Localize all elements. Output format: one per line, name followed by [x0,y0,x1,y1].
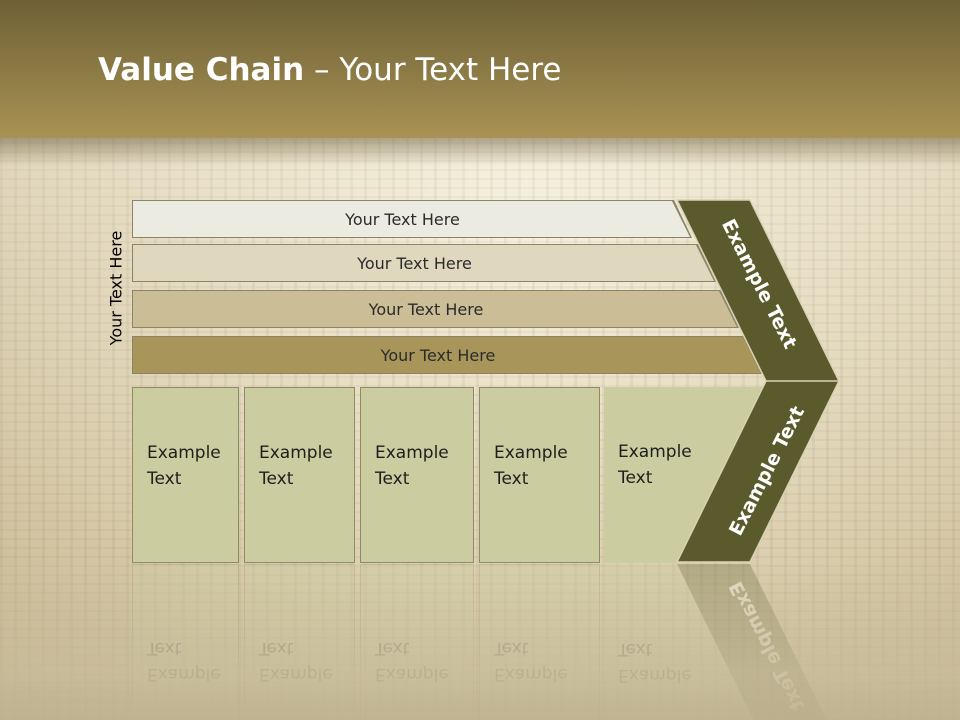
title-rest: – Your Text Here [304,52,562,88]
box-1-line2: Text [147,469,182,489]
row-4-label: Your Text Here [380,345,496,365]
reflection-fade [0,564,960,720]
title-banner [0,0,960,138]
banner-shadow [0,138,960,166]
box-1-line1: Example [147,443,221,463]
row-1[interactable]: Your Text Here [133,201,690,237]
row-2-label: Your Text Here [357,253,472,273]
box-3-line2: Text [375,469,410,489]
box-5-line2: Text [618,468,653,488]
row-2[interactable]: Your Text Here [133,245,714,281]
activity-box-1[interactable]: Example Text [132,387,239,563]
box-5-line1: Example [618,442,692,462]
activity-box-4[interactable]: Example Text [479,387,600,563]
box-2-line2: Text [259,469,294,489]
activity-box-2[interactable]: Example Text [244,387,355,563]
box-4-line1: Example [494,443,568,463]
row-4[interactable]: Your Text Here [133,337,761,373]
activity-box-3[interactable]: Example Text [360,387,474,563]
row-3[interactable]: Your Text Here [133,291,737,327]
box-4-line2: Text [494,469,529,489]
slide-title: Value Chain – Your Text Here [98,52,561,96]
title-bold: Value Chain [98,52,305,88]
box-3-line1: Example [375,443,449,463]
row-1-label: Your Text Here [345,209,460,229]
box-2-line1: Example [259,443,333,463]
row-3-label: Your Text Here [368,299,484,319]
